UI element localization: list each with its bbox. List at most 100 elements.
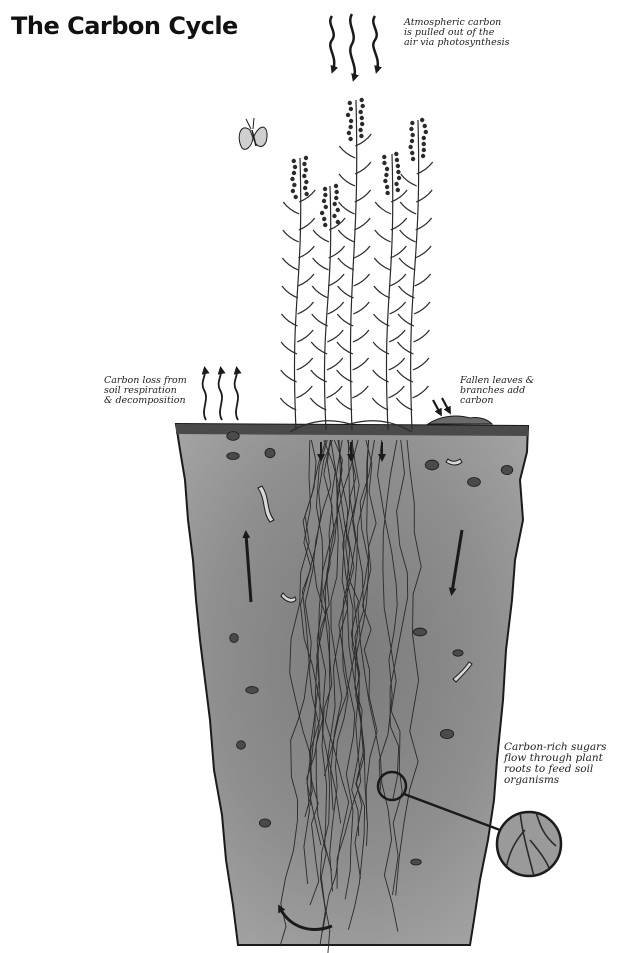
plant-leaf — [354, 218, 370, 230]
plant-stem — [324, 186, 330, 430]
pebble-icon — [425, 460, 439, 470]
plant-leaf — [298, 274, 314, 286]
wavy-down-arrow-icon — [350, 14, 355, 78]
plant-leaf — [338, 230, 354, 242]
seed-head — [411, 133, 414, 136]
plant-leaf — [328, 302, 344, 314]
plant-leaf — [413, 330, 429, 342]
plant-leaf — [283, 230, 299, 242]
fallen-leaves-arrows — [433, 398, 449, 413]
plant-leaf — [412, 386, 428, 398]
wavy-up-arrow-icon — [219, 370, 222, 420]
plant-leaf — [338, 258, 354, 270]
plant-leaf — [282, 258, 298, 270]
plant-leaf — [327, 330, 343, 342]
note-line: & decomposition — [104, 396, 187, 406]
plant-leaf — [353, 302, 369, 314]
seed-head — [383, 161, 386, 164]
seed-head — [349, 125, 352, 128]
plant-leaf — [297, 358, 313, 370]
seed-head — [305, 180, 308, 183]
seed-head — [410, 127, 413, 130]
seed-head — [322, 199, 325, 202]
pebble-icon — [237, 741, 246, 749]
seed-head — [359, 128, 362, 131]
pebble-icon — [227, 432, 240, 441]
plant-leaf — [374, 286, 390, 298]
note-line: organisms — [504, 775, 607, 786]
seed-head — [395, 158, 398, 161]
carbon-sugars-note: Carbon-rich sugars flow through plant ro… — [504, 742, 607, 786]
seed-head — [360, 116, 363, 119]
seed-head — [422, 142, 425, 145]
plant-leaf — [297, 330, 313, 342]
plant-leaf — [282, 286, 298, 298]
plant-leaf — [399, 286, 415, 298]
seed-head — [410, 139, 413, 142]
seed-head — [397, 170, 400, 173]
pebble-icon — [230, 634, 239, 643]
plant-leaf — [283, 202, 299, 214]
seed-head — [386, 185, 389, 188]
soil-block — [176, 424, 528, 945]
seed-head — [324, 193, 327, 196]
seed-head — [291, 189, 294, 192]
seed-head — [323, 217, 326, 220]
plant-leaf — [339, 174, 355, 186]
plant-leaf — [336, 398, 352, 410]
seed-head — [396, 188, 399, 191]
seed-head — [424, 130, 427, 133]
seed-head — [347, 131, 350, 134]
note-line: air via photosynthesis — [404, 38, 510, 48]
seed-head — [385, 173, 388, 176]
plant-leaf — [280, 398, 296, 410]
seed-head — [292, 171, 295, 174]
plant-leaf — [375, 202, 391, 214]
seed-head — [411, 121, 414, 124]
seed-head — [411, 151, 414, 154]
plant-stem — [386, 154, 392, 430]
seed-head — [359, 110, 362, 113]
leaf-litter — [428, 416, 492, 424]
seed-head — [349, 107, 352, 110]
plant-leaf — [389, 358, 405, 370]
seed-head — [336, 208, 339, 211]
plant-leaf — [413, 358, 429, 370]
seed-head — [303, 162, 306, 165]
plant-leaf — [312, 314, 328, 326]
plant-leaf — [388, 386, 404, 398]
fallen-leaves-note: Fallen leaves & branches add carbon — [460, 376, 534, 406]
seed-head — [384, 179, 387, 182]
plant-leaf — [298, 246, 314, 258]
seed-head — [411, 157, 414, 160]
seed-head — [291, 177, 294, 180]
pebble-icon — [501, 465, 512, 474]
seed-head — [361, 122, 364, 125]
plant-leaf — [352, 386, 368, 398]
seed-head — [383, 155, 386, 158]
plant-leaf — [355, 190, 371, 202]
plant-leaf — [353, 358, 369, 370]
seed-head — [421, 154, 424, 157]
plant-leaf — [390, 274, 406, 286]
wavy-down-arrow-icon — [373, 16, 378, 70]
seed-head — [334, 184, 337, 187]
seed-head — [349, 119, 352, 122]
seed-head — [346, 113, 349, 116]
plant-leaf — [355, 162, 371, 174]
pebble-icon — [259, 819, 270, 827]
plant-leaf — [390, 302, 406, 314]
seed-head — [360, 98, 363, 101]
seed-head — [422, 136, 425, 139]
plant-leaf — [372, 398, 388, 410]
seed-head — [293, 165, 296, 168]
seed-head — [423, 124, 426, 127]
pebble-icon — [227, 452, 239, 459]
plant-leaf — [354, 274, 370, 286]
seed-head — [409, 145, 412, 148]
plant-leaf — [339, 146, 355, 158]
pebble-icon — [246, 687, 258, 694]
plant-leaf — [414, 302, 430, 314]
